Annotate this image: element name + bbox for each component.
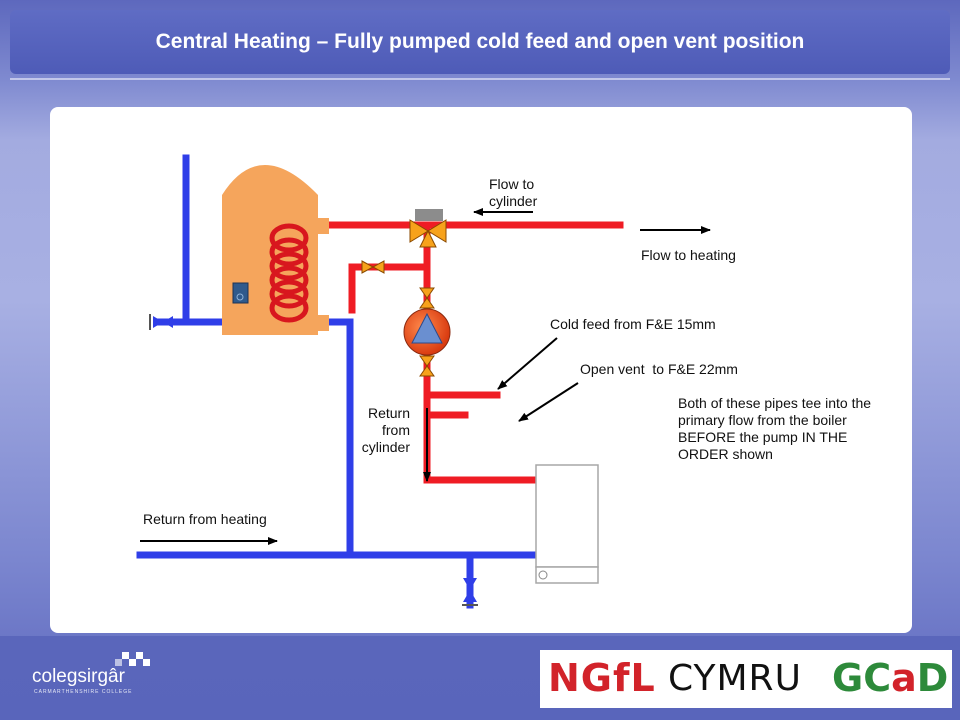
slide-title: Central Heating – Fully pumped cold feed… [155,30,805,53]
drain-valve-left [149,314,173,330]
flow-to-cylinder-label: Flow to cylinder [489,176,538,209]
diagram-panel [50,107,912,633]
college-name: colegsirgâr [32,666,125,687]
ngfl-logo: NGfL [548,656,656,700]
bypass-pipe [348,263,431,314]
footer-bar: colegsirgâr CARMARTHENSHIRE COLLEGE NGfL… [0,636,960,720]
drain-valve-boiler [462,578,478,606]
gcad-d: D [916,656,949,700]
title-bar: Central Heating – Fully pumped cold feed… [10,10,950,74]
title-divider [10,78,950,80]
primary-flow-pipe [423,221,544,484]
pump-valve-upper [419,287,435,309]
bypass-valve [361,260,385,274]
open-vent-label: Open vent to F&E 22mm [580,361,738,377]
return-from-heating-label: Return from heating [143,511,267,527]
return-from-cylinder-label: Return from cylinder [361,405,410,455]
tee-note: Both of these pipes tee into the primary… [678,395,872,462]
gcad-logo: GCaD [832,656,948,700]
open-vent-arrow [518,382,579,422]
cold-feed-label: Cold feed from F&E 15mm [550,316,716,332]
boiler [535,464,599,584]
cymru-logo: CYMRU [668,658,802,699]
college-subtitle: CARMARTHENSHIRE COLLEGE [34,689,133,695]
flow-to-heating-label: Flow to heating [641,247,736,263]
partner-logos-strip: NGfL CYMRU GCaD [540,650,952,708]
gcad-c: C [863,656,892,700]
checker-flag-icon [115,652,150,666]
circulating-pump [403,308,451,356]
motorised-valve [409,209,447,248]
gcad-a: a [891,656,917,700]
hot-water-cylinder [222,165,329,335]
college-logo: colegsirgâr CARMARTHENSHIRE COLLEGE [32,648,157,698]
pump-valve-lower [419,355,435,377]
cold-feed-arrow [497,337,558,390]
heating-coil [269,223,309,323]
gcad-g: G [832,656,864,700]
